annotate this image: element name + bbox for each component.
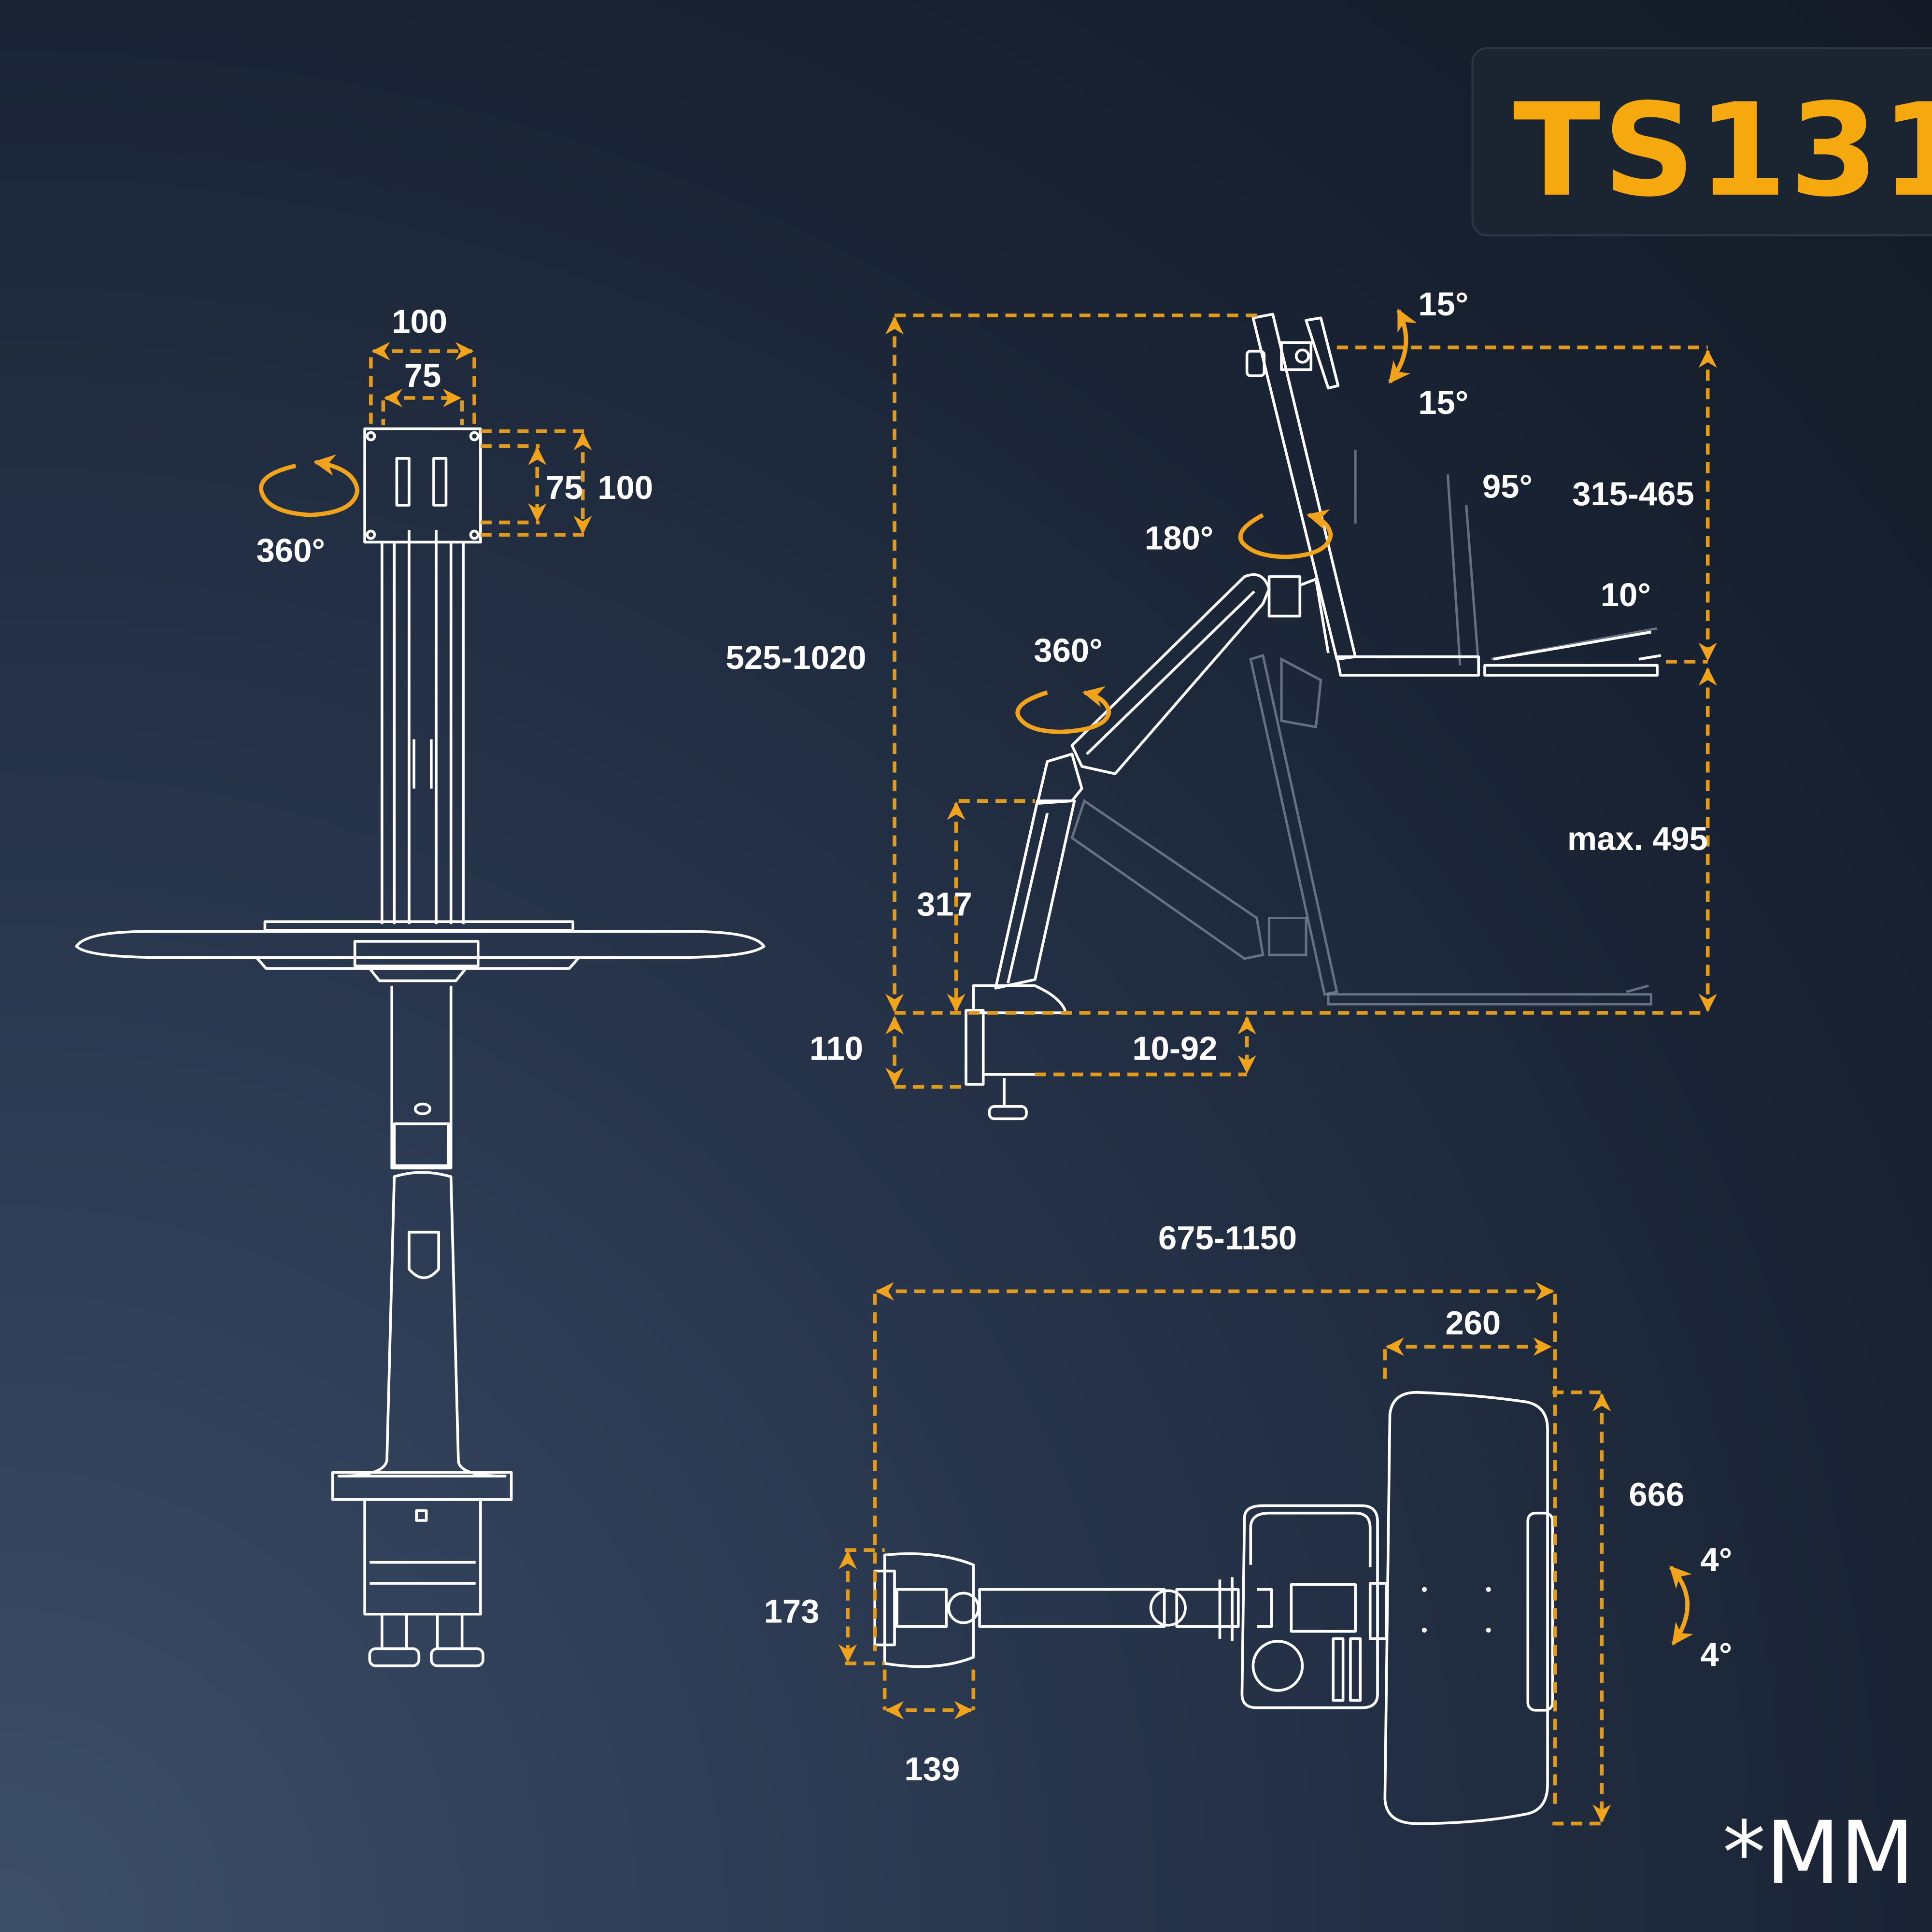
side-view: 15° 15° 95° 315-465 180° 10° 525-1020 36… xyxy=(726,285,1717,1121)
keyboard-tilt-label: 10° xyxy=(1601,576,1651,613)
swivel-360-label: 360° xyxy=(1034,632,1102,669)
swivel-180-icon xyxy=(1238,509,1333,559)
keyboard-angle-label: 95° xyxy=(1482,468,1533,505)
vesa-outer-height-label: 100 xyxy=(597,469,653,506)
front-pole-drawing xyxy=(75,427,766,1667)
keyboard-rotate-icon xyxy=(1669,1565,1693,1646)
unit-note: *MM xyxy=(1722,1803,1914,1904)
front-view: 100 75 75 100 360° xyxy=(75,303,766,1667)
lower-position-ghost xyxy=(1070,450,1658,1006)
side-arm-drawing xyxy=(965,313,1662,1121)
reach-label: 675-1150 xyxy=(1158,1220,1297,1257)
pole-height-label: 317 xyxy=(917,885,972,923)
vesa-outer-width-label: 100 xyxy=(392,303,447,340)
tilt-arrow-icon xyxy=(1388,308,1417,384)
vesa-outer-extension xyxy=(369,357,476,426)
model-badge: TS1311 xyxy=(1471,47,1932,237)
clamp-height-label: 110 xyxy=(810,1030,863,1067)
keyboard-width-label: 666 xyxy=(1629,1476,1684,1513)
desk-thickness-label: 10-92 xyxy=(1132,1030,1217,1067)
rotation-label: 360° xyxy=(256,532,325,569)
swivel-180-label: 180° xyxy=(1145,520,1213,557)
keyboard-height-label: max. 495 xyxy=(1567,820,1708,857)
vesa-inner-height-label: 75 xyxy=(546,469,583,506)
total-height-label: 525-1020 xyxy=(726,639,867,676)
monitor-keyboard-distance-label: 315-465 xyxy=(1572,475,1694,512)
rotation-360-icon xyxy=(259,454,360,517)
base-width-label: 173 xyxy=(764,1593,820,1630)
top-view: 675-1150 260 666 4° 4° 173 139 xyxy=(764,1220,1732,1826)
vesa-inner-width-label: 75 xyxy=(404,357,441,394)
tilt-up-label: 15° xyxy=(1418,285,1468,323)
swivel-360-icon xyxy=(1015,686,1111,734)
model-name: TS1311 xyxy=(1513,76,1932,225)
keyboard-depth-label: 260 xyxy=(1445,1305,1501,1342)
rotate-down-label: 4° xyxy=(1700,1636,1732,1673)
base-depth-label: 139 xyxy=(904,1750,960,1788)
rotate-up-label: 4° xyxy=(1700,1541,1732,1578)
top-arm-drawing xyxy=(873,1391,1554,1825)
tilt-down-label: 15° xyxy=(1418,384,1468,421)
